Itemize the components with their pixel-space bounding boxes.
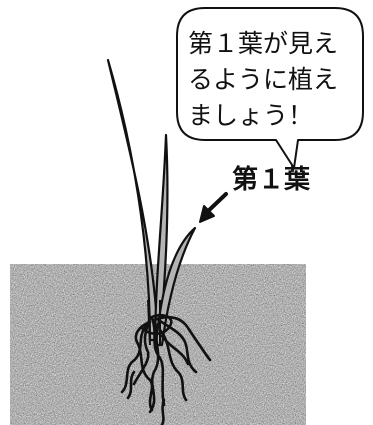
speech-bubble-outline <box>176 7 364 169</box>
arrow-down-left-icon <box>199 192 228 223</box>
first-leaf-label: 第１葉 <box>232 164 311 195</box>
speech-bubble-line-3: ましょう！ <box>188 101 313 130</box>
speech-bubble: 第１葉が見え るように植え ましょう！ <box>176 7 364 169</box>
roots <box>120 313 212 425</box>
speech-bubble-line-2: るように植え <box>188 65 338 94</box>
speech-bubble-line-1: 第１葉が見え <box>188 29 338 58</box>
main-leaf <box>106 58 160 342</box>
